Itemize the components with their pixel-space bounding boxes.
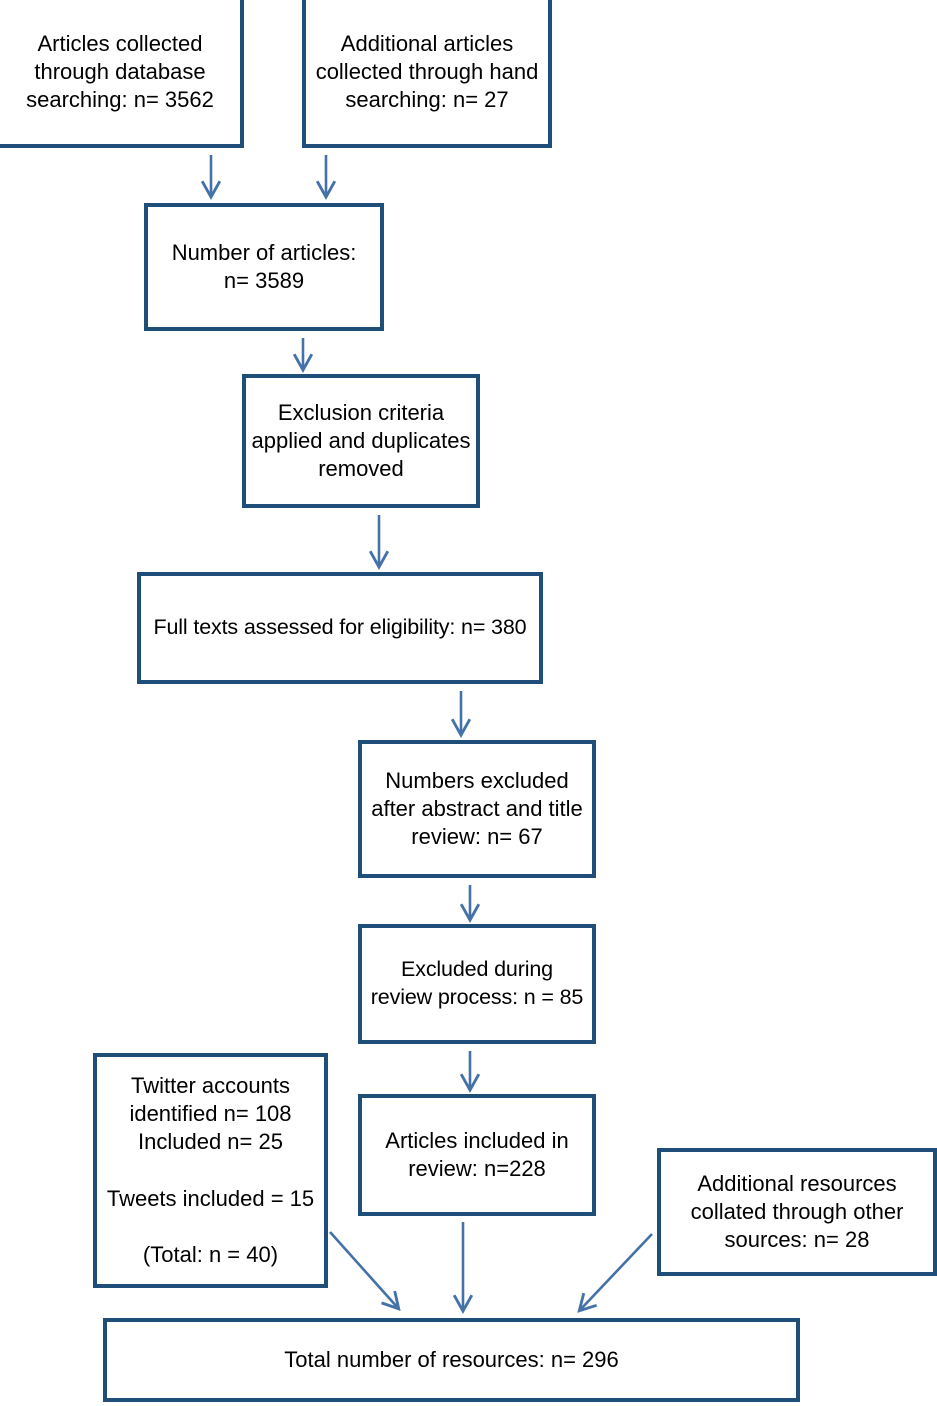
articles-included-in-review: Articles included in review: n=228 bbox=[358, 1094, 596, 1216]
additional-resources-other-sources: Additional resources collated through ot… bbox=[657, 1148, 937, 1276]
numbers-excluded-abstract-title: Numbers excluded after abstract and titl… bbox=[358, 740, 596, 878]
arrow-additional-resources-to-total bbox=[577, 1233, 653, 1313]
exclusion-criteria-applied: Exclusion criteria applied and duplicate… bbox=[242, 374, 480, 508]
arrow-twitter-to-total-resources bbox=[329, 1231, 401, 1311]
articles-hand-search: Additional articles collected through ha… bbox=[302, 0, 552, 148]
excluded-during-review: Excluded during review process: n = 85 bbox=[358, 924, 596, 1044]
total-number-of-resources: Total number of resources: n= 296 bbox=[103, 1318, 800, 1402]
number-of-articles: Number of articles: n= 3589 bbox=[144, 203, 384, 331]
articles-database-search: Articles collected through database sear… bbox=[0, 0, 244, 148]
full-texts-assessed: Full texts assessed for eligibility: n= … bbox=[137, 572, 543, 684]
twitter-accounts: Twitter accounts identified n= 108 Inclu… bbox=[93, 1053, 328, 1288]
